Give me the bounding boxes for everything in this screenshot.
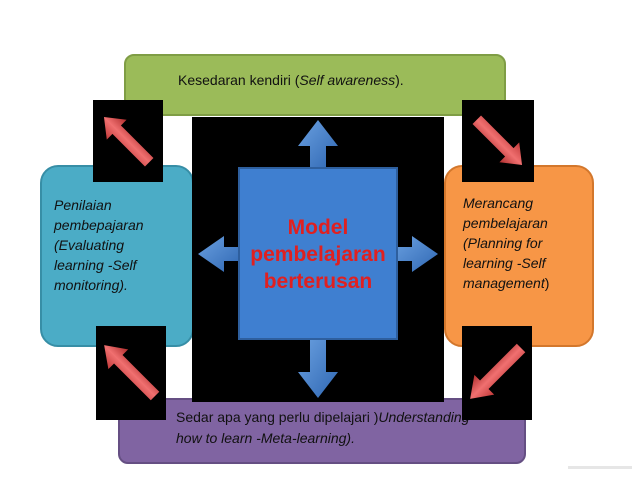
- self-management-box: [444, 165, 594, 347]
- self-monitoring-box: [40, 165, 194, 347]
- center-model-label: Model pembelajaran berterusan: [250, 216, 386, 293]
- self-management-label: Merancang pembelajaran (Planning for lea…: [463, 195, 550, 291]
- arrow-up-icon: [298, 120, 338, 168]
- arrow-left-icon: [198, 236, 240, 272]
- arrow-right-icon: [396, 236, 438, 272]
- arrow-down-icon: [298, 340, 338, 398]
- arrow-up-right-icon: [103, 116, 154, 167]
- footer-bar: [568, 466, 632, 469]
- center-model-box: [238, 167, 398, 340]
- arrow-down-right-icon: [472, 115, 523, 166]
- self-awareness-box: [124, 54, 506, 116]
- arrow-down-left-icon: [470, 343, 526, 399]
- arrow-up-left-icon: [104, 345, 160, 401]
- self-monitoring-label: Penilaian pembepajaran (Evaluating learn…: [54, 197, 144, 293]
- meta-learning-label: Sedar apa yang perlu dipelajari )Underst…: [176, 409, 470, 446]
- self-awareness-label: Kesedaran kendiri (Self awareness).: [178, 72, 404, 88]
